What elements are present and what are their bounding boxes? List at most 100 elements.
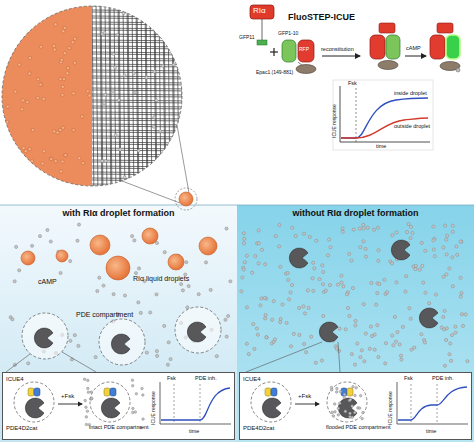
- camp-dot: [391, 234, 394, 237]
- gfp11-strand: [257, 40, 267, 45]
- camp-dot: [18, 63, 21, 66]
- mesh-line: [92, 4, 192, 5]
- zoom-line: [122, 181, 180, 203]
- camp-dot: [215, 355, 218, 358]
- camp-dot: [321, 283, 324, 286]
- mesh-line: [92, 54, 192, 55]
- label: cAMP: [38, 278, 57, 286]
- camp-dot: [85, 416, 88, 419]
- mesh-line: [136, 0, 138, 200]
- camp-dot: [117, 99, 120, 102]
- pde-compartment: [251, 382, 291, 422]
- inset-text: ICUE response: [388, 391, 394, 425]
- leader-line: [246, 342, 322, 372]
- camp-dot: [12, 173, 15, 176]
- camp-dot: [86, 410, 89, 413]
- camp-dot: [328, 284, 331, 287]
- camp-dot: [345, 293, 348, 296]
- camp-dot: [90, 397, 93, 400]
- mesh-line: [92, 178, 192, 179]
- camp-dot: [322, 314, 325, 317]
- camp-dot: [145, 351, 148, 354]
- mesh-line: [163, 0, 165, 200]
- inset-text: +Fsk: [298, 393, 311, 400]
- camp-dot: [53, 130, 56, 133]
- pde-enzyme: [34, 328, 53, 348]
- label: time: [376, 143, 386, 149]
- mesh-line: [92, 30, 192, 31]
- inset-box: ICUE4PDE4D2cat+Fskintact PDE compartment…: [2, 372, 235, 440]
- camp-dot: [350, 259, 353, 262]
- inset-text: PDE4D2cat: [243, 425, 274, 432]
- zoom-line: [177, 125, 189, 193]
- response-curve: [398, 387, 467, 420]
- camp-dot: [18, 269, 21, 272]
- camp-dot: [328, 238, 331, 241]
- camp-dot: [410, 348, 413, 351]
- epac-domain: [378, 61, 398, 70]
- camp-dot: [368, 347, 371, 350]
- camp-dot: [265, 336, 268, 339]
- mesh-line: [92, 78, 192, 79]
- camp-dot: [134, 272, 137, 275]
- reaction-arrow: [295, 404, 319, 405]
- mesh-line: [164, 0, 166, 200]
- mesh-line: [92, 114, 192, 115]
- label: FluoSTEP-ICUE: [288, 13, 355, 23]
- pde-compartment: [99, 319, 145, 365]
- inside-curve: [341, 98, 428, 138]
- camp-dot: [337, 414, 340, 417]
- cAMP-dots: [9, 223, 232, 366]
- mesh-line: [92, 180, 192, 181]
- camp-dot: [449, 342, 452, 345]
- camp-dot: [31, 128, 34, 131]
- camp-dot: [264, 317, 267, 320]
- mesh-line: [92, 190, 192, 191]
- camp-dot: [422, 281, 425, 284]
- camp-dot: [132, 407, 135, 410]
- mesh-line: [92, 106, 192, 107]
- camp-dot: [252, 323, 255, 326]
- camp-dot: [264, 313, 267, 316]
- mesh-line: [92, 132, 192, 133]
- droplet: [199, 237, 217, 255]
- camp-dot: [60, 170, 63, 173]
- panel-heading: without RIα droplet formation: [237, 209, 474, 219]
- camp-dot: [98, 276, 101, 279]
- camp-dot: [180, 283, 183, 286]
- camp-dot: [366, 226, 369, 229]
- camp-dot: [404, 290, 407, 293]
- stimulus-line: [437, 384, 438, 424]
- mesh-line: [92, 46, 192, 47]
- camp-dot: [15, 245, 18, 248]
- camp-dot: [21, 99, 24, 102]
- camp-dot: [152, 125, 155, 128]
- camp-dot: [87, 387, 90, 390]
- camp-dot: [84, 399, 87, 402]
- camp-dot: [139, 311, 142, 314]
- camp-dot: [155, 241, 158, 244]
- camp-dot: [313, 267, 316, 270]
- camp-dot: [272, 300, 275, 303]
- camp-dot: [318, 278, 321, 281]
- camp-dot: [28, 148, 31, 151]
- camp-dot: [53, 48, 56, 51]
- camp-dot: [59, 128, 62, 131]
- camp-dot: [197, 293, 200, 296]
- camp-dot: [288, 298, 291, 301]
- camp-dot: [303, 312, 306, 315]
- camp-dot: [460, 292, 463, 295]
- camp-dot: [285, 321, 288, 324]
- camp-dot: [68, 47, 71, 50]
- camp-dot: [377, 355, 380, 358]
- mesh-line: [92, 22, 192, 23]
- camp-dot: [103, 31, 106, 34]
- camp-dot: [123, 74, 126, 77]
- camp-dot: [392, 344, 395, 347]
- mesh-line: [92, 60, 192, 61]
- mesh-line: [92, 82, 192, 83]
- graph-frame: [333, 80, 433, 150]
- camp-dot: [73, 37, 76, 40]
- camp-dot: [265, 336, 268, 339]
- camp-dot: [466, 360, 469, 363]
